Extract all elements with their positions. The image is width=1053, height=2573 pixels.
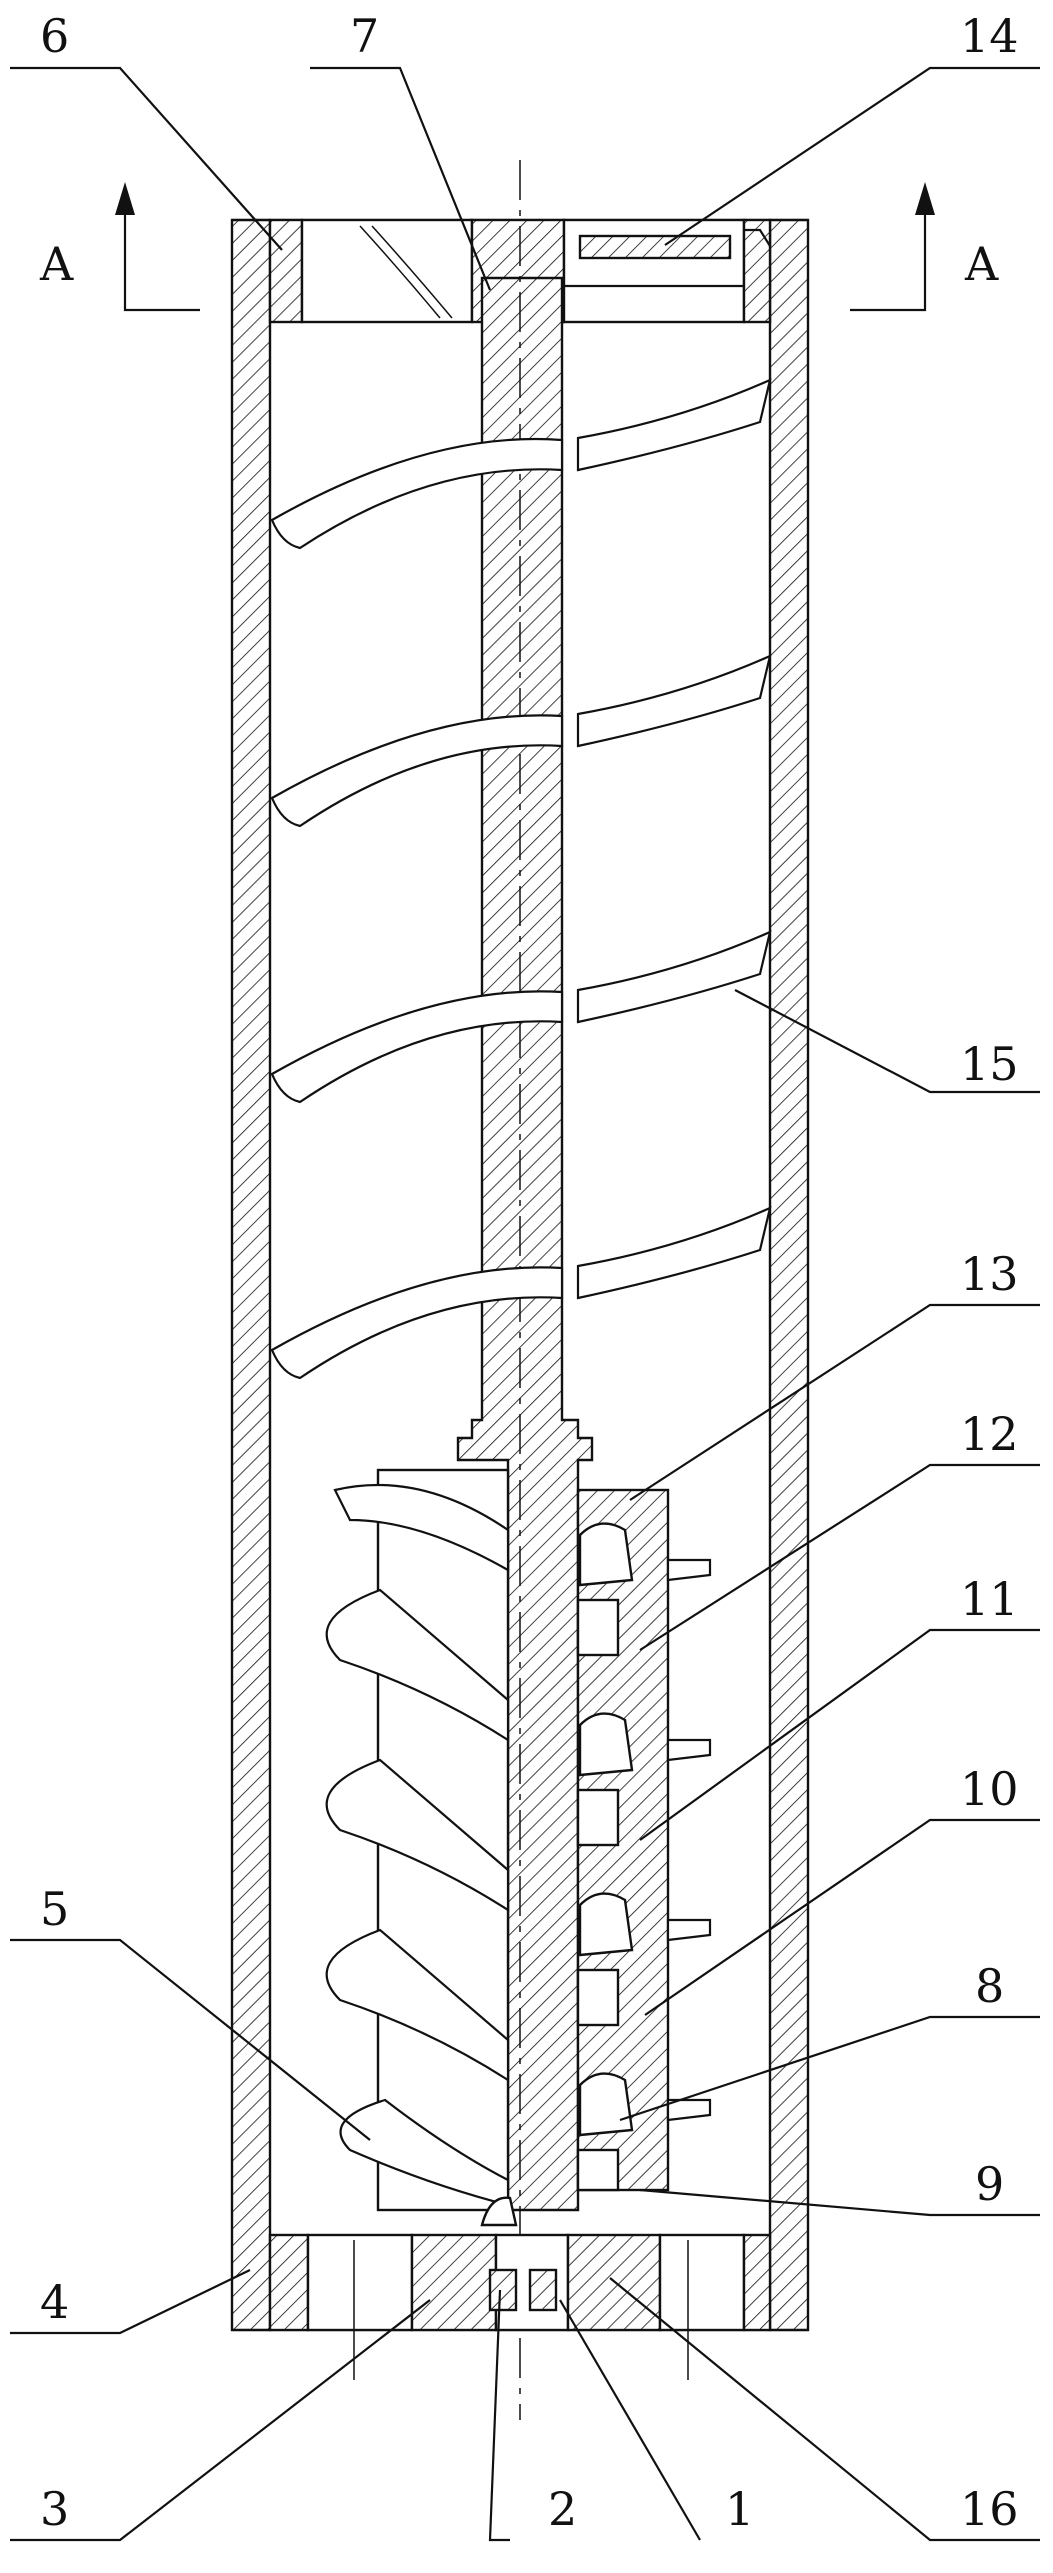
- section-arrow-left-icon: [115, 182, 135, 215]
- callout-4: 4: [40, 2275, 69, 2329]
- top-cap: [268, 218, 772, 324]
- callout-16: 16: [960, 2482, 1019, 2536]
- callout-3: 3: [40, 2482, 69, 2536]
- callout-7: 7: [350, 9, 379, 63]
- callout-9: 9: [975, 2157, 1004, 2211]
- section-arrow-right-icon: [915, 182, 935, 215]
- outer-casing: [230, 218, 810, 2332]
- upper-spiral-blades: [270, 378, 772, 1380]
- section-label-left: A: [39, 237, 74, 291]
- callout-15: 15: [960, 1037, 1019, 1091]
- callout-14: 14: [960, 9, 1019, 63]
- callout-13: 13: [960, 1247, 1019, 1301]
- bottom-assembly: [268, 2196, 772, 2380]
- callout-10: 10: [960, 1762, 1019, 1816]
- callout-2: 2: [548, 2482, 577, 2536]
- section-label-right: A: [964, 237, 999, 291]
- callout-8: 8: [975, 1959, 1004, 2013]
- callout-12: 12: [960, 1407, 1019, 1461]
- callout-5: 5: [40, 1882, 69, 1936]
- inner-auger: [325, 1468, 510, 2212]
- section-marks: A A: [39, 182, 999, 312]
- sleeve-stack: [576, 1488, 712, 2192]
- leader-lines: [10, 66, 1040, 2542]
- callout-6: 6: [40, 9, 69, 63]
- callout-labels: 6 7 14 15 13 12 11 10 8 9 16 1 2 3 4 5: [40, 9, 1019, 2536]
- callout-1: 1: [725, 2482, 754, 2536]
- callout-11: 11: [960, 1572, 1019, 1626]
